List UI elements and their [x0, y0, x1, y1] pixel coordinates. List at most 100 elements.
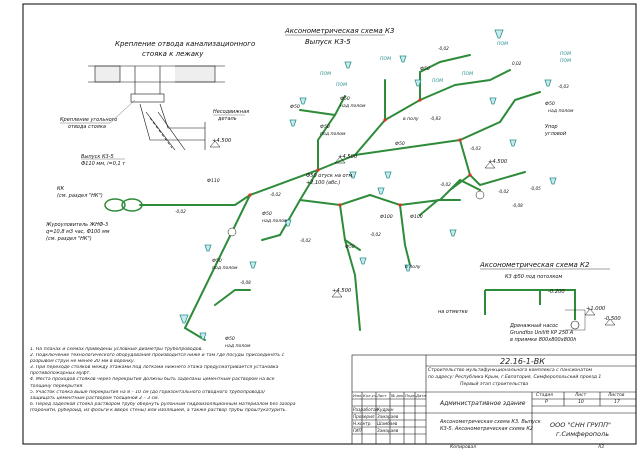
format-label: А3: [598, 445, 605, 450]
level-value: -0,03: [470, 146, 481, 151]
level-value: -0,08: [512, 203, 523, 208]
pipe-note: Ф50: [225, 336, 235, 342]
pipe-note: Ф100: [410, 214, 423, 220]
company-city: г.Симферополь: [556, 430, 610, 438]
level-value: -0,02: [270, 192, 281, 197]
k3-subtitle: Выпуск К3-5: [305, 38, 351, 46]
mount-bracket-label: Крепление угольного: [60, 117, 117, 123]
level-value: +4.500: [332, 288, 352, 294]
level-value: 0,02: [512, 61, 522, 66]
pipe-note: Ф50: [420, 66, 430, 72]
role-normcontrol: Н.контр.: [353, 421, 372, 426]
pol-note: над полом: [262, 219, 288, 224]
pump-label: Дренажный насос: [509, 323, 558, 329]
pipe-note: Ф50: [340, 96, 350, 102]
fixtures: [179, 29, 557, 340]
note-line: противопожарных муфт.: [30, 371, 91, 377]
pol-note: под полом: [212, 266, 238, 271]
fitting-label: ПОМ: [336, 82, 347, 88]
level-value: -0,02: [440, 182, 451, 187]
level-value: -0,05: [530, 186, 541, 191]
mount-title: Крепление отвода канализационного: [115, 40, 255, 48]
note-line: толщину перекрытия.: [30, 383, 84, 389]
pol-note: в полу: [405, 265, 421, 270]
otm-label: Ф50 отуск на отм.: [306, 173, 354, 179]
nasosnoi-label: на отметке: [438, 309, 468, 315]
role-checker: Проверил: [353, 414, 375, 419]
labels: Выпуск К3-5 Ф110 мм, i=0,1 т КК (см. раз…: [45, 124, 576, 343]
pipe-note: Ф50: [212, 258, 222, 264]
col-head-podp: Подп.: [405, 393, 417, 398]
mount-title-2: стояка к лежаку: [142, 50, 204, 58]
pol-note: над полом: [548, 109, 574, 114]
pipe-note: Ф50: [545, 101, 555, 107]
fitting-label: ПОМ: [380, 56, 391, 62]
zhb-sub-label: q=10,8 м3 час, Ф100 мм: [46, 229, 110, 235]
note-line: 1. На планах и схемах приведены условные…: [30, 347, 203, 352]
pipe-note: Ф50: [262, 211, 272, 217]
fitting-label: ПОМ: [497, 41, 508, 47]
otm-label-2: +2,100 (абс.): [306, 180, 341, 186]
vypusk-d-label: Ф110 мм, i=0,1 т: [81, 161, 126, 167]
pol-note: под полом: [320, 132, 346, 137]
kk-label: КК: [57, 186, 65, 192]
pol-note: над полом: [340, 104, 366, 109]
level-value: -0,03: [558, 84, 569, 89]
pipe-note: Ф50: [395, 141, 405, 147]
note-line: 3. При переходе стояков между этажами по…: [30, 365, 279, 371]
pipe-note: Ф110: [207, 178, 220, 184]
level-value: -0.200: [548, 289, 565, 295]
sheet-frame: [22, 3, 637, 445]
level-value: -0,02: [300, 238, 311, 243]
pipe-note: Ф50: [345, 244, 355, 250]
pol-note: в полу: [403, 117, 419, 122]
col-head-kol: Кол.уч.: [363, 393, 378, 398]
upor-label: Упор: [545, 124, 558, 130]
sheet-value: 10: [578, 400, 584, 405]
vypusk-label: Выпуск К3-5: [81, 154, 114, 160]
project-address: по адресу: Республика Крым, г.Евпатория,…: [428, 375, 602, 380]
col-head-doc: № док.: [391, 393, 405, 398]
note-line: (паронити, рубероид, из фольги к вверх с…: [30, 407, 287, 413]
col-head-date: Дата: [416, 393, 426, 398]
level-value: +1.000: [586, 306, 606, 312]
k2-title: Аксонометрическая схема К2: [479, 261, 590, 269]
level-marks: [209, 140, 616, 326]
kk-sub-label: (см. раздел "НК"): [57, 193, 103, 199]
stage-header: Стадия: [536, 393, 553, 398]
name-checker: Замараев: [377, 414, 399, 419]
col-head-list: Лист: [377, 393, 387, 398]
stage-value: Р: [545, 400, 548, 405]
name-gip: Замараев: [377, 428, 399, 433]
pump-label-2: Grundfos Unilift KP 250 A: [510, 330, 574, 336]
sheets-header: Листов: [608, 393, 625, 398]
mount-wall-label-2: деталь: [217, 116, 237, 122]
kk-well: [104, 198, 143, 212]
note-line: 5. Участок стояка выше перекрытия на 8 –…: [30, 389, 265, 395]
name-normcontrol: Шамбаев: [377, 421, 398, 426]
sheets-value: 17: [614, 400, 620, 405]
fitting-label: ПОМ: [560, 58, 571, 64]
company-name: ООО "СНН ГРУПП": [550, 421, 612, 429]
level-value: +4.500: [212, 138, 232, 144]
fitting-label: ПОМ: [320, 71, 331, 77]
note-line: 4. Места проходов стояков через перекрыт…: [30, 377, 275, 383]
zhb-sub-label-2: (см. раздел "НК"): [46, 236, 92, 242]
fitting-label: ПОМ: [432, 78, 443, 84]
pol-note: над полом: [225, 344, 251, 349]
drawing-code: 22.16-1-ВК: [500, 357, 545, 366]
mount-bracket-label-2: отвода стояка: [68, 124, 106, 130]
fitting-label: ПОМ: [560, 51, 571, 57]
upor-label-2: угловой: [544, 131, 567, 137]
section-callouts: [227, 190, 485, 237]
pump-label-3: в приямке 800х800х800h: [510, 337, 576, 343]
name-developer: Кудрин: [377, 407, 394, 412]
level-value: -0,02: [438, 46, 449, 51]
project-name: Строительство мультифункционального комп…: [428, 368, 593, 373]
sheet-header: Лист: [575, 393, 587, 398]
mount-detail: [88, 65, 225, 151]
k2-pipelines: [484, 289, 576, 320]
level-value: +4.500: [338, 154, 358, 160]
